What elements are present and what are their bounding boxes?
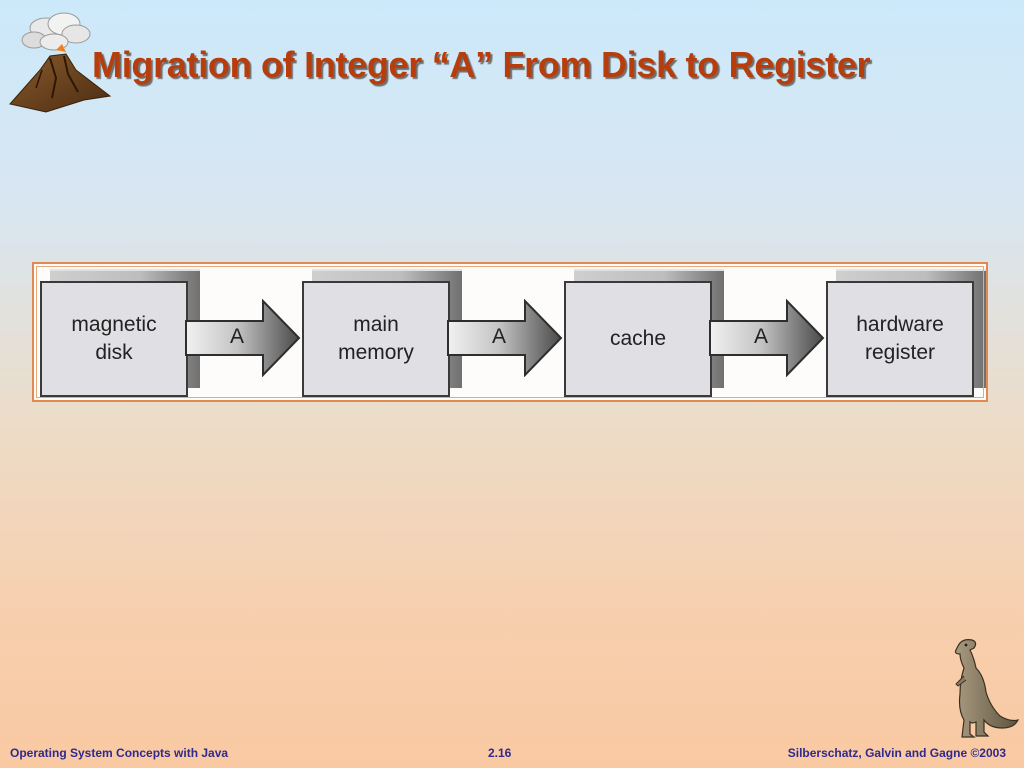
node-cache: cache: [561, 269, 725, 399]
node-label: main memory: [338, 313, 414, 364]
right-arrow-icon: [709, 299, 825, 377]
node-label: magnetic disk: [71, 313, 157, 364]
footer-copyright: Silberschatz, Galvin and Gagne ©2003: [787, 746, 1006, 760]
arrow-cache-to-register: A: [709, 299, 825, 377]
node-label: hardware register: [856, 313, 944, 364]
right-arrow-icon: [185, 299, 301, 377]
footer-slide-number: 2.16: [488, 746, 512, 760]
volcano-icon: [9, 12, 112, 113]
arrow-label: A: [753, 325, 768, 348]
node-hardware-register: hardware register: [823, 269, 987, 399]
dinosaur-icon: [954, 639, 1020, 738]
node-magnetic-disk: magnetic disk: [37, 269, 201, 399]
storage-hierarchy-diagram: magnetic disk A main memory A: [32, 262, 988, 402]
node-main-memory: main memory: [299, 269, 463, 399]
footer-course-title: Operating System Concepts with Java: [10, 746, 229, 760]
arrow-label: A: [491, 325, 506, 348]
node-label: cache: [609, 327, 667, 350]
arrow-disk-to-memory: A: [185, 299, 301, 377]
arrow-label: A: [229, 325, 244, 348]
slide-title: Migration of Integer “A” From Disk to Re…: [92, 44, 871, 85]
arrow-memory-to-cache: A: [447, 299, 563, 377]
right-arrow-icon: [447, 299, 563, 377]
